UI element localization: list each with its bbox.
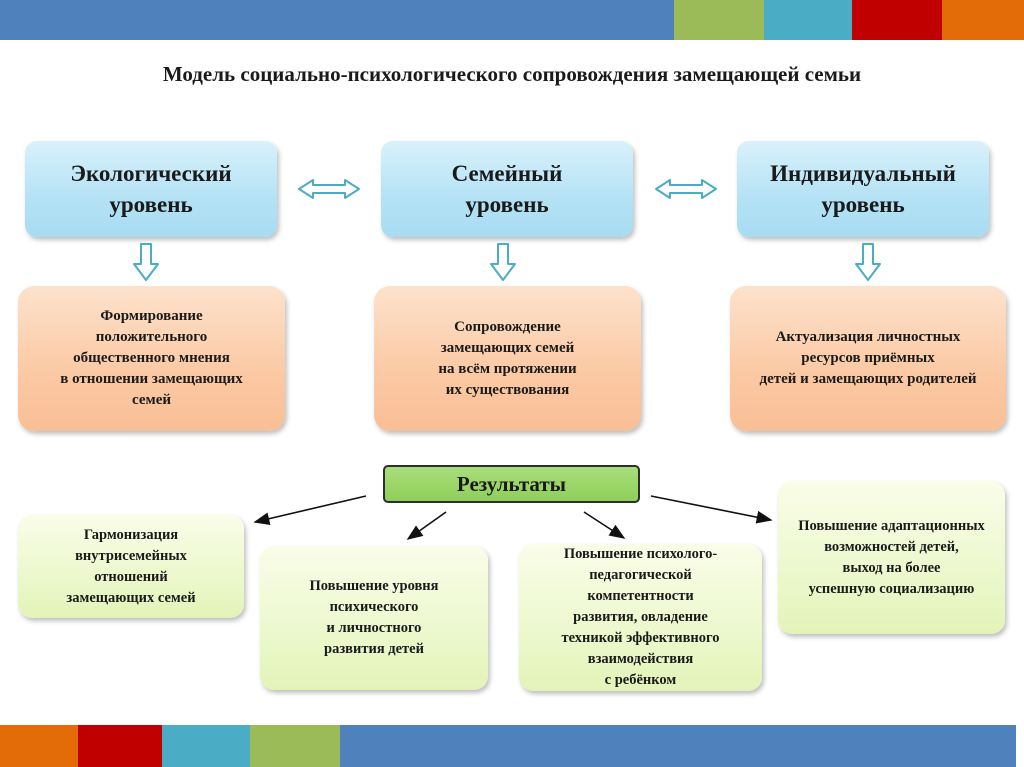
result-development: Повышение уровня психического и личностн… — [260, 546, 488, 690]
top-bar-red — [852, 0, 942, 40]
bottom-bar-orange — [0, 725, 78, 767]
result-adaptation: Повышение адаптационных возможностей дет… — [778, 481, 1005, 634]
top-bar-blue — [0, 0, 674, 40]
level-family: Семейный уровень — [381, 141, 633, 237]
arrow-to-harmonization — [253, 495, 367, 525]
down-arrow-individual-icon — [855, 243, 881, 281]
result-harmonization: Гармонизация внутрисемейных отношений за… — [18, 515, 244, 618]
arrow-to-development — [406, 511, 447, 540]
result-competence: Повышение психолого- педагогической комп… — [519, 544, 762, 691]
level-ecological: Экологический уровень — [25, 141, 277, 237]
desc-family: Сопровождение замещающих семей на всём п… — [374, 286, 641, 431]
desc-ecological: Формирование положительного общественног… — [18, 286, 285, 431]
arrow-to-competence — [583, 511, 626, 539]
arrow-to-adaptation — [650, 495, 773, 524]
down-arrow-family-icon — [490, 243, 516, 281]
down-arrow-ecological-icon — [133, 243, 159, 281]
diagram-title: Модель социально-психологического сопров… — [162, 62, 862, 86]
bottom-bar-teal — [162, 725, 250, 767]
level-individual: Индивидуальный уровень — [737, 141, 989, 237]
bottom-bar-blue — [340, 725, 1016, 767]
double-arrow-left-icon — [298, 179, 360, 199]
top-bar-green — [674, 0, 764, 40]
top-bar-teal — [764, 0, 852, 40]
top-bar-orange — [942, 0, 1024, 40]
bottom-bar-red — [78, 725, 162, 767]
desc-individual: Актуализация личностных ресурсов приёмны… — [730, 286, 1006, 431]
double-arrow-right-icon — [655, 179, 717, 199]
results-box: Результаты — [383, 465, 640, 503]
bottom-bar-green — [250, 725, 340, 767]
